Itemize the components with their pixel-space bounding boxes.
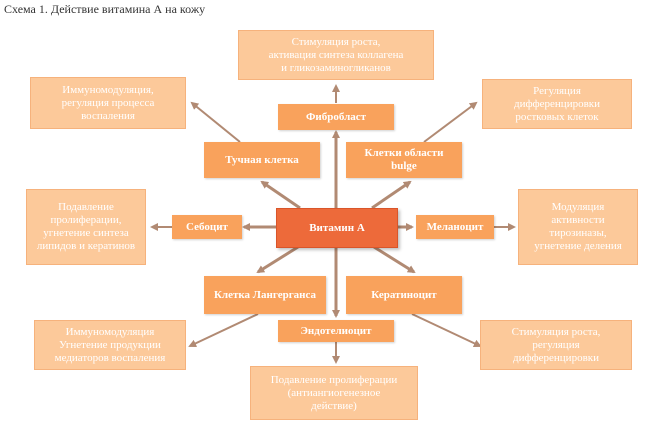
cell-mast-cell: Тучная клетка — [204, 142, 320, 178]
arrow-keratinocyte-to-effect — [411, 313, 482, 348]
arrow-center-to-keratinocyte — [373, 245, 416, 274]
arrow-center-to-langerhans — [256, 245, 299, 274]
effect-sebocyte: Подавление пролиферации, угнетение синте… — [26, 189, 146, 265]
cell-endotheliocyte: Эндотелиоцит — [278, 320, 394, 342]
effect-langerhans: Иммуномодуляция Угнетение продукции меди… — [34, 320, 186, 370]
effect-bulge-cell: Регуляция дифференцировки ростковых клет… — [482, 79, 632, 129]
diagram-caption: Схема 1. Действие витамина А на кожу — [4, 2, 206, 16]
arrow-bulge-cell-to-effect — [423, 101, 478, 143]
cell-langerhans: Клетка Лангерганса — [204, 276, 326, 314]
arrow-center-to-bulge-cell — [371, 180, 412, 210]
effect-endotheliocyte: Подавление пролиферации (антиангиогенезн… — [250, 366, 418, 420]
center-vitamin-a: Витамин А — [276, 208, 398, 248]
effect-melanocyte: Модуляция активности тирозиназы, угнетен… — [518, 189, 638, 265]
arrow-langerhans-to-effect — [188, 313, 259, 348]
cell-bulge-cell: Клетки области bulge — [346, 142, 462, 178]
cell-sebocyte: Себоцит — [172, 215, 242, 239]
effect-keratinocyte: Стимуляция роста, регуляция дифференциро… — [480, 320, 632, 370]
cell-melanocyte: Меланоцит — [416, 215, 494, 239]
cell-fibroblast: Фибробласт — [278, 104, 394, 130]
cell-keratinocyte: Кератиноцит — [346, 276, 462, 314]
arrow-mast-cell-to-effect — [190, 101, 241, 143]
effect-mast-cell: Иммуномодуляция, регуляция процесса восп… — [30, 77, 186, 129]
effect-fibroblast: Стимуляция роста, активация синтеза колл… — [238, 30, 434, 80]
arrow-center-to-mast-cell — [260, 180, 301, 210]
